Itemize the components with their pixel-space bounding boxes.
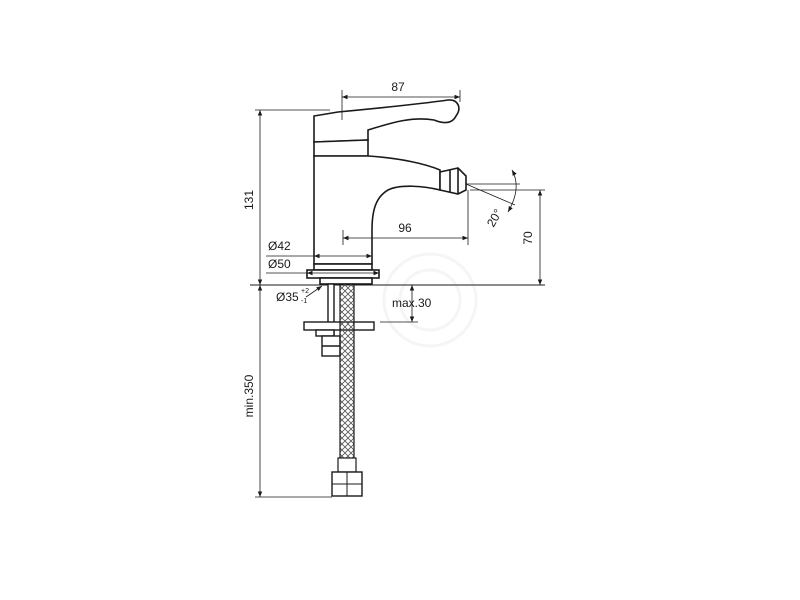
label-hose-length: min.350 [242,374,256,417]
label-spout-reach: 96 [398,221,412,235]
fixing-plate [303,321,375,331]
label-diameter-outer: Ø50 [268,257,291,271]
label-spout-angle: 20° [484,206,505,229]
mounting-assembly [303,283,375,357]
cartridge-collar [313,139,369,157]
base-gasket [319,277,373,285]
label-handle-length: 87 [391,80,405,94]
dim-line-hole-diameter [305,285,323,298]
label-hole-tolerance-plus: +2 [301,288,309,295]
base-ring-inner [313,263,373,271]
label-hole-diameter: Ø35 [276,290,299,304]
lever-handle [313,99,460,143]
label-spout-height: 70 [521,231,535,245]
label-total-height: 131 [242,190,256,210]
base-ring-outer [306,269,380,279]
label-max-thickness: max.30 [392,296,432,310]
label-hole-tolerance-minus: -1 [301,298,307,305]
faucet-main-body [313,155,441,265]
dim-arc-spout-angle [507,169,517,213]
label-diameter-inner: Ø42 [268,239,291,253]
hose-ferrule [337,457,357,473]
spout-nozzle [439,167,467,195]
flexible-hose [331,283,363,497]
watermark-logo [382,252,478,348]
